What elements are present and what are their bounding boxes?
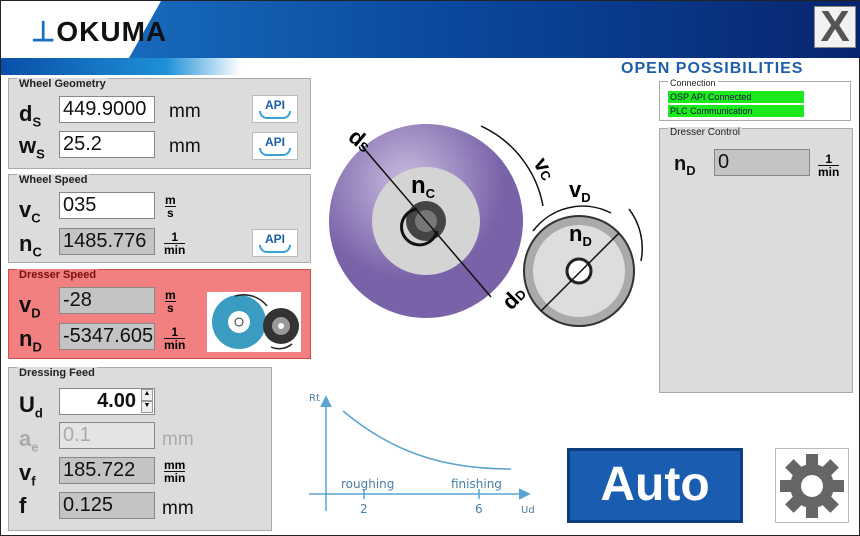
gear-icon — [780, 454, 844, 518]
svg-text:nD: nD — [569, 221, 592, 249]
nd-control-label: nD — [674, 153, 696, 178]
group-title: Dresser Speed — [17, 269, 99, 281]
group-title: Dresser Control — [668, 127, 743, 138]
svg-text:nC: nC — [411, 172, 436, 201]
osp-api-status: OSP API Connected — [668, 91, 804, 103]
ae-unit: mm — [162, 429, 194, 450]
nc-label: nC — [19, 231, 42, 260]
svg-text:2: 2 — [360, 502, 368, 516]
vc-label: vC — [19, 197, 41, 226]
f-unit: mm — [162, 498, 194, 519]
dresser-direction-icon[interactable] — [207, 292, 301, 352]
ds-label: dS — [19, 101, 42, 130]
ds-input[interactable]: 449.9000 — [59, 96, 155, 123]
roughness-graph: Rt Ud roughing finishing 2 6 — [309, 393, 535, 516]
ws-api-button[interactable]: API — [252, 132, 298, 160]
okuma-logo: ⊥OKUMA — [31, 16, 168, 47]
ws-input[interactable]: 25.2 — [59, 131, 155, 158]
settings-button[interactable] — [775, 448, 849, 523]
ws-label: wS — [19, 133, 45, 162]
ud-label: Ud — [19, 392, 43, 421]
vf-value: 185.722 — [59, 457, 155, 484]
vd-label: vD — [19, 292, 41, 321]
logo-area — [1, 1, 161, 58]
ae-input: 0.1 — [59, 422, 155, 449]
nd-control-value: 0 — [714, 149, 810, 176]
spin-down-button[interactable]: ▼ — [141, 401, 153, 413]
tagline: OPEN POSSIBILITIES — [621, 60, 804, 77]
vc-input[interactable]: 035 — [59, 192, 155, 219]
f-value: 0.125 — [59, 492, 155, 519]
svg-text:vC: vC — [529, 153, 562, 185]
group-title: Connection — [668, 78, 718, 88]
nd-label: nD — [19, 326, 42, 355]
group-title: Wheel Speed — [17, 174, 90, 186]
svg-text:vD: vD — [569, 177, 591, 205]
svg-text:6: 6 — [475, 502, 483, 516]
svg-text:Ud: Ud — [521, 505, 535, 516]
connection-group: Connection OSP API Connected PLC Communi… — [659, 78, 851, 121]
nc-api-button[interactable]: API — [252, 229, 298, 257]
header-strip — [1, 58, 301, 75]
ds-unit: mm — [169, 101, 201, 122]
svg-text:finishing: finishing — [451, 477, 502, 491]
vf-label: vf — [19, 460, 36, 489]
group-title: Wheel Geometry — [17, 78, 108, 90]
ws-unit: mm — [169, 136, 201, 157]
ds-api-button[interactable]: API — [252, 95, 298, 123]
grinding-diagram: dS nC vC vD nD dD — [329, 124, 643, 327]
vd-value: -28 — [59, 287, 155, 314]
close-button[interactable]: X — [814, 5, 856, 49]
group-title: Dressing Feed — [17, 367, 97, 379]
plc-status: PLC Communication — [668, 105, 804, 117]
svg-text:Rt: Rt — [309, 393, 320, 404]
svg-text:dD: dD — [497, 281, 531, 315]
auto-button[interactable]: Auto — [567, 448, 743, 523]
wheel-geometry-group: Wheel Geometry dS 449.9000 mm API wS 25.… — [8, 78, 311, 169]
f-label: f — [19, 493, 27, 518]
dressing-feed-group: Dressing Feed Ud 4.00 ▲ ▼ ae 0.1 mm vf 1… — [8, 367, 272, 531]
nc-value: 1485.776 — [59, 228, 155, 255]
ud-spinner-input[interactable]: 4.00 — [59, 388, 155, 415]
svg-text:roughing: roughing — [341, 477, 394, 491]
spin-up-button[interactable]: ▲ — [141, 389, 153, 401]
nd-value: -5347.605 — [59, 323, 155, 350]
ae-label: ae — [19, 426, 39, 455]
